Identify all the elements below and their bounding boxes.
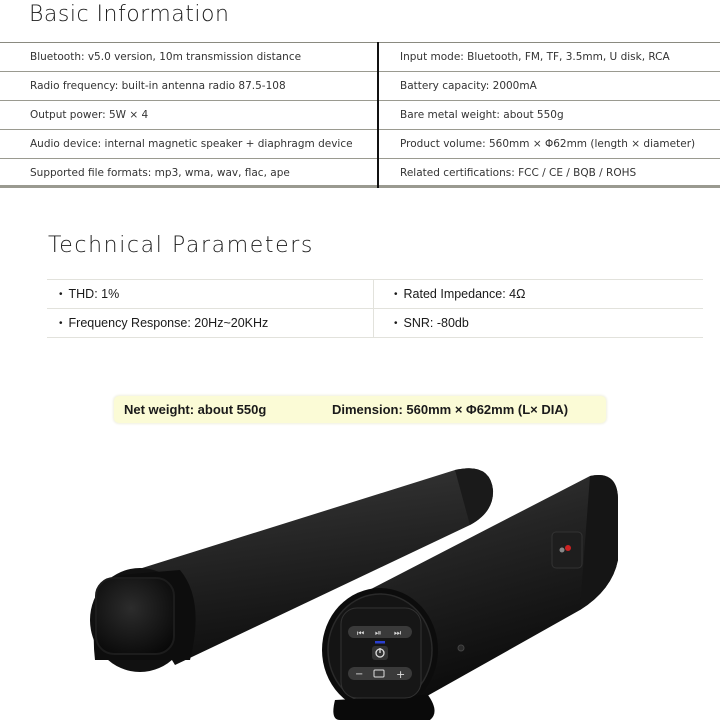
bullet-icon: • <box>394 318 398 329</box>
param-frequency-text: Frequency Response: 20Hz~20KHz <box>68 316 269 330</box>
column-divider <box>377 42 379 188</box>
basic-information-heading: Basic Information <box>29 2 230 27</box>
next-track-icon: ⏭ <box>394 629 401 638</box>
previous-track-icon: ⏮ <box>357 629 364 638</box>
basic-information-table: Bluetooth: v5.0 version, 10m transmissio… <box>0 42 720 188</box>
table-row: Radio frequency: built-in antenna radio … <box>0 72 720 101</box>
param-impedance: • Rated Impedance: 4Ω <box>374 280 525 308</box>
volume-down-icon: − <box>355 669 363 680</box>
spec-input-mode: Input mode: Bluetooth, FM, TF, 3.5mm, U … <box>400 51 670 63</box>
spec-output-power: Output power: 5W × 4 <box>30 109 149 121</box>
play-pause-icon: ⏯ <box>375 629 381 638</box>
mode-icon <box>373 669 385 678</box>
volume-up-icon: + <box>396 668 405 681</box>
technical-parameters-table: • THD: 1% • Rated Impedance: 4Ω • Frequency… <box>47 279 703 338</box>
technical-parameters-heading: Technical Parameters <box>48 233 314 258</box>
bullet-icon: • <box>394 289 398 300</box>
table-row: Supported file formats: mp3, wma, wav, f… <box>0 159 720 188</box>
spec-file-formats: Supported file formats: mp3, wma, wav, f… <box>30 167 290 179</box>
param-frequency-response: • Frequency Response: 20Hz~20KHz <box>47 309 374 337</box>
param-snr-text: SNR: -80db <box>403 316 469 330</box>
bullet-icon: • <box>59 289 63 300</box>
spec-battery-capacity: Battery capacity: 2000mA <box>400 80 537 92</box>
spec-certifications: Related certifications: FCC / CE / BQB /… <box>400 167 637 179</box>
speaker-right: ⏮ ⏯ ⏭ − + <box>322 475 618 720</box>
param-thd-text: THD: 1% <box>68 287 120 301</box>
spec-product-volume: Product volume: 560mm × Φ62mm (length × … <box>400 138 696 150</box>
rca-port-icon <box>565 545 571 551</box>
spec-radio-frequency: Radio frequency: built-in antenna radio … <box>30 80 286 92</box>
product-image: ⏮ ⏯ ⏭ − + <box>90 468 618 720</box>
status-indicator-light <box>375 641 385 644</box>
spec-bare-weight: Bare metal weight: about 550g <box>400 109 564 121</box>
spec-bluetooth: Bluetooth: v5.0 version, 10m transmissio… <box>30 51 302 63</box>
speaker-end-cap <box>95 577 175 655</box>
bullet-icon: • <box>59 318 63 329</box>
spec-audio-device: Audio device: internal magnetic speaker … <box>30 138 353 150</box>
control-panel: ⏮ ⏯ ⏭ − + <box>348 626 412 681</box>
table-row: • Frequency Response: 20Hz~20KHz • SNR: -8… <box>47 309 703 338</box>
param-snr: • SNR: -80db <box>374 309 469 337</box>
speaker-left <box>90 468 494 672</box>
table-row: Bluetooth: v5.0 version, 10m transmissio… <box>0 43 720 72</box>
param-thd: • THD: 1% <box>47 280 374 308</box>
table-row: • THD: 1% • Rated Impedance: 4Ω <box>47 280 703 309</box>
summary-box: Net weight: about 550g Dimension: 560mm … <box>114 396 606 423</box>
dimension-label: Dimension: 560mm × Φ62mm (L× DIA) <box>332 402 569 417</box>
param-impedance-text: Rated Impedance: 4Ω <box>403 287 526 301</box>
table-row: Output power: 5W × 4 Bare metal weight: … <box>0 101 720 130</box>
table-row: Audio device: internal magnetic speaker … <box>0 130 720 159</box>
net-weight-label: Net weight: about 550g <box>124 402 267 417</box>
